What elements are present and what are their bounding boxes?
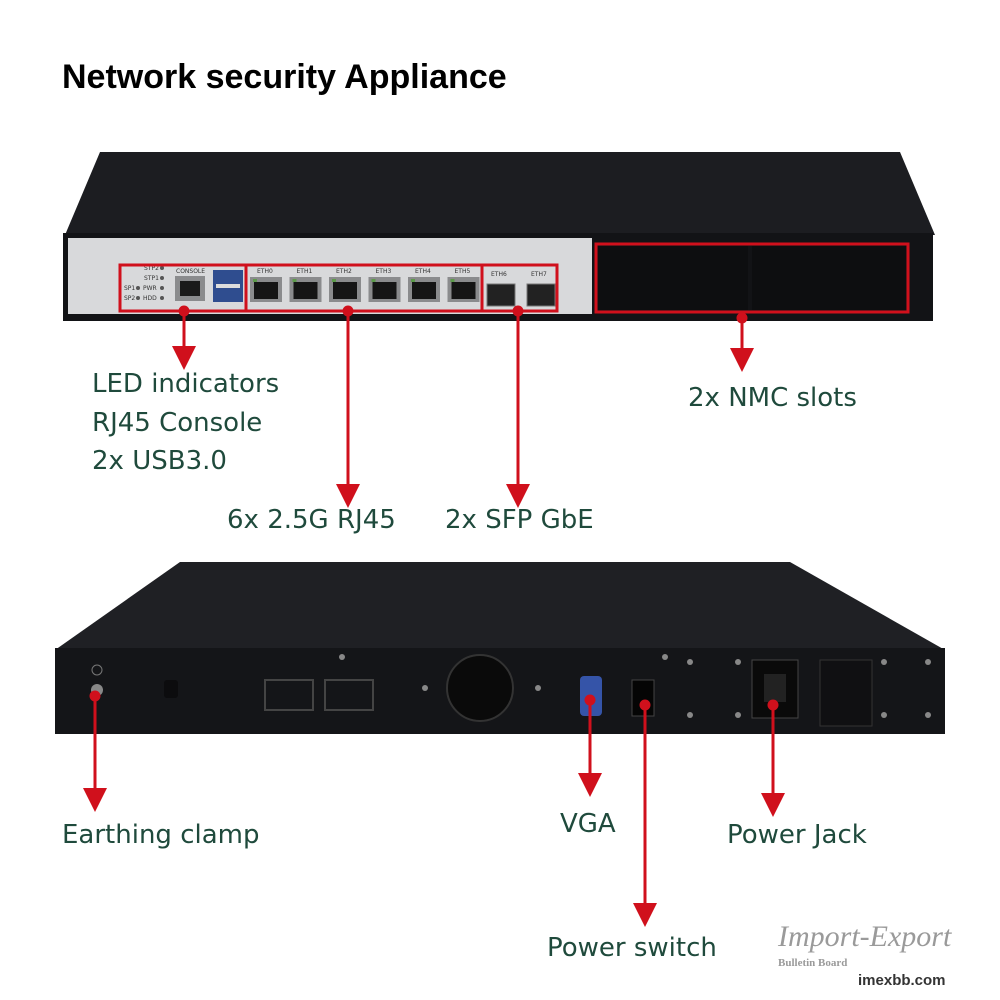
led-label: STP1 xyxy=(144,275,159,282)
eth-ports: ETH0 ETH1 ETH2 ETH3 ETH4 ETH5 xyxy=(250,268,480,302)
label-rj45-console: RJ45 Console xyxy=(92,408,262,438)
eth-port-label: ETH4 xyxy=(415,268,431,275)
nmc-slot-1 xyxy=(598,246,748,310)
label-led-indicators: LED indicators xyxy=(92,369,279,399)
power-switch xyxy=(631,679,655,717)
eth-port-label: ETH3 xyxy=(376,268,392,275)
label-power-jack: Power Jack xyxy=(727,820,867,850)
watermark-logo: Import-Export Bulletin Board imexbb.com xyxy=(777,920,952,989)
sfp-port xyxy=(526,283,556,307)
front-appliance: STP2 STP1 SP1 PWR SP2 HDD CONSOLE xyxy=(63,152,935,321)
label-sfp-ports: 2x SFP GbE xyxy=(445,505,594,535)
vent xyxy=(819,659,873,727)
sfp-port xyxy=(486,283,516,307)
led-label: SP2 xyxy=(124,295,135,302)
rear-appliance xyxy=(55,562,945,734)
label-nmc-slots: 2x NMC slots xyxy=(688,383,857,413)
label-earthing-clamp: Earthing clamp xyxy=(62,820,259,850)
led-label: HDD xyxy=(143,295,157,302)
eth-port-label: ETH5 xyxy=(455,268,471,275)
eth-port-label: ETH0 xyxy=(257,268,273,275)
led-label: STP2 xyxy=(144,265,159,272)
led-label: SP1 xyxy=(124,285,135,292)
front-arrows xyxy=(172,305,754,508)
eth-port-label: ETH1 xyxy=(297,268,313,275)
page-title: Network security Appliance xyxy=(62,58,507,96)
sfp-port-label: ETH7 xyxy=(531,271,547,278)
svg-text:imexbb.com: imexbb.com xyxy=(858,972,946,989)
eth-port-label: ETH2 xyxy=(336,268,352,275)
nmc-slot-2 xyxy=(752,246,906,310)
console-label: CONSOLE xyxy=(176,268,205,275)
label-usb: 2x USB3.0 xyxy=(92,446,227,476)
svg-text:Bulletin Board: Bulletin Board xyxy=(778,957,847,969)
led-label: PWR xyxy=(143,285,157,292)
label-rj45-ports: 6x 2.5G RJ45 xyxy=(227,505,396,535)
label-power-switch: Power switch xyxy=(547,933,717,963)
svg-text:Import-Export: Import-Export xyxy=(777,920,952,953)
rear-arrows xyxy=(83,690,785,927)
sfp-port-label: ETH6 xyxy=(491,271,507,278)
sfp-ports: ETH6 ETH7 xyxy=(486,271,556,307)
led-indicators: STP2 STP1 SP1 PWR SP2 HDD xyxy=(124,265,164,302)
label-vga: VGA xyxy=(560,809,616,839)
fan-grille xyxy=(446,654,514,722)
